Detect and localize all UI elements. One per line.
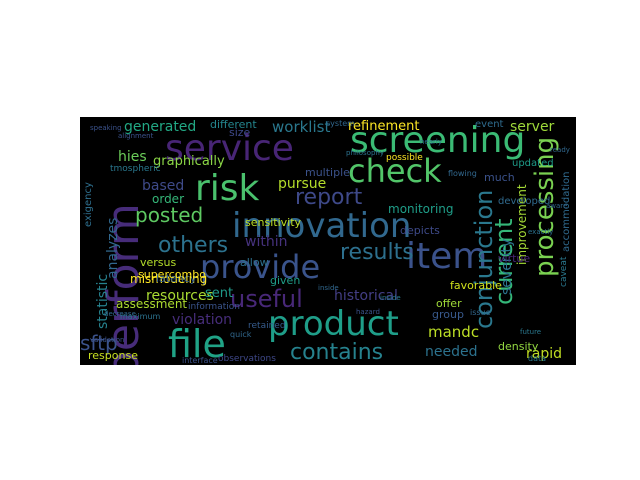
cloud-word: observations xyxy=(218,354,276,364)
cloud-word: hazard xyxy=(356,308,380,316)
cloud-word: size xyxy=(229,126,251,139)
cloud-word: exigency xyxy=(83,182,94,227)
cloud-word: developed xyxy=(498,196,551,207)
cloud-word: statistic xyxy=(95,273,111,329)
cloud-word: sensitivity xyxy=(245,216,302,229)
cloud-word: nearly xyxy=(420,138,442,146)
cloud-word: results xyxy=(340,240,414,265)
cloud-word: decrease xyxy=(104,310,136,318)
cloud-word: ready xyxy=(550,146,570,154)
cloud-word: sent xyxy=(205,286,234,301)
cloud-word: inside xyxy=(318,284,339,292)
cloud-word: risk xyxy=(195,168,260,209)
cloud-word: validation xyxy=(90,336,125,344)
cloud-word: event xyxy=(475,119,504,130)
cloud-word: supercombo xyxy=(138,268,206,281)
cloud-word: philosophy xyxy=(346,149,385,157)
cloud-word: much xyxy=(484,171,515,184)
cloud-word: virtue xyxy=(498,252,531,265)
cloud-word: tmospheric xyxy=(110,164,161,174)
cloud-word: response xyxy=(88,349,138,362)
cloud-word: interface xyxy=(182,356,218,365)
cloud-word: generated xyxy=(124,119,197,135)
cloud-word: needed xyxy=(425,344,478,360)
cloud-word: possible xyxy=(386,153,423,163)
cloud-word: worklist xyxy=(272,118,331,136)
cloud-word: analyzes xyxy=(105,217,121,279)
cloud-word: assessment xyxy=(116,297,188,311)
cloud-word: retained xyxy=(248,321,286,331)
cloud-word: violation xyxy=(172,312,233,328)
cloud-word: rapid xyxy=(526,346,562,362)
cloud-word: item xyxy=(406,236,488,277)
cloud-word: useful xyxy=(230,285,303,313)
cloud-word: future xyxy=(520,328,542,336)
cloud-word: offer xyxy=(436,297,462,310)
cloud-word: server xyxy=(510,119,555,135)
cloud-word: system xyxy=(326,119,355,128)
cloud-word: within xyxy=(245,234,288,250)
cloud-word: density xyxy=(498,340,539,353)
cloud-word: mismodeling xyxy=(130,272,208,286)
cloud-word: accommodation xyxy=(561,171,572,252)
cloud-word: depicts xyxy=(400,224,440,237)
cloud-word: report xyxy=(295,185,363,210)
cloud-word: provide xyxy=(200,248,321,286)
cloud-word: quick xyxy=(230,330,252,339)
cloud-word: sftp xyxy=(80,331,118,355)
cloud-word: information xyxy=(188,302,240,312)
cloud-word: file xyxy=(168,322,226,365)
cloud-word: mandc xyxy=(428,323,480,341)
cloud-word: favorable xyxy=(450,279,502,292)
cloud-word: speaking xyxy=(90,124,122,132)
cloud-word: caveat xyxy=(559,256,569,287)
cloud-word: service xyxy=(165,128,294,169)
cloud-word: product xyxy=(268,304,399,344)
cloud-word: innovation xyxy=(232,206,412,246)
cloud-word: hies xyxy=(118,149,147,165)
cloud-word: inside xyxy=(380,294,401,302)
cloud-word: resources xyxy=(146,288,214,304)
cloud-word: allow xyxy=(240,256,269,269)
cloud-word: flowing xyxy=(448,169,477,178)
cloud-word: check xyxy=(348,152,442,190)
cloud-word: given xyxy=(270,274,301,287)
cloud-word: alignment xyxy=(118,132,154,140)
cloud-word: severity xyxy=(499,238,515,295)
cloud-word: data xyxy=(528,354,547,363)
cloud-word: graphically xyxy=(153,154,225,169)
cloud-word: multiple xyxy=(305,166,350,179)
cloud-word: exactly xyxy=(528,228,554,236)
cloud-word: pursue xyxy=(278,176,327,192)
cloud-word: group xyxy=(432,308,464,321)
cloud-word: contains xyxy=(290,340,384,365)
cloud-word: issue xyxy=(470,308,491,317)
cloud-word: posted xyxy=(135,203,204,227)
cloud-word: latency xyxy=(156,272,197,285)
cloud-word: order xyxy=(152,192,184,206)
cloud-word: aware xyxy=(546,202,568,210)
cloud-word: others xyxy=(158,233,229,258)
cloud-word: versus xyxy=(140,256,177,269)
cloud-word: historical xyxy=(334,288,398,304)
cloud-word: different xyxy=(210,118,257,131)
cloud-word: based xyxy=(142,178,185,194)
cloud-word: screening xyxy=(350,120,526,161)
cloud-word: monitoring xyxy=(388,202,454,216)
cloud-word: maximum xyxy=(120,312,161,321)
cloud-word: updated xyxy=(512,158,554,169)
cloud-word: refinement xyxy=(348,119,420,134)
